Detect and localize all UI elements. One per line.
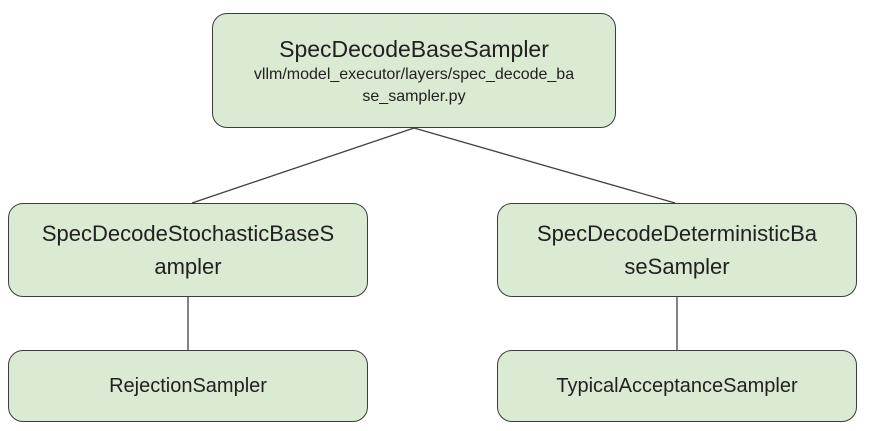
class-name-label: SpecDecodeDeterministicBa: [536, 221, 818, 246]
file-path-line: vllm/model_executor/layers/spec_decode_b…: [253, 65, 575, 83]
file-path-line: se_sampler.py: [362, 87, 466, 105]
class-name-label: TypicalAcceptanceSampler: [556, 375, 798, 397]
class-name-label: ampler: [154, 254, 222, 279]
node-spec-decode-base-sampler: SpecDecodeBaseSampler vllm/model_executo…: [212, 13, 616, 128]
class-name-label: SpecDecodeStochasticBaseS: [41, 221, 335, 246]
class-name-label: SpecDecodeBaseSampler: [279, 35, 549, 62]
node-spec-decode-stochastic-base-sampler: SpecDecodeStochasticBaseS ampler: [8, 203, 368, 297]
edge-root-to-stochastic: [191, 127, 415, 204]
node-typical-acceptance-sampler: TypicalAcceptanceSampler: [497, 350, 857, 422]
node-rejection-sampler: RejectionSampler: [8, 350, 368, 422]
edge-root-to-deterministic: [413, 127, 676, 204]
class-name-label: seSampler: [624, 254, 730, 279]
node-spec-decode-deterministic-base-sampler: SpecDecodeDeterministicBa seSampler: [497, 203, 857, 297]
class-name-label: RejectionSampler: [109, 375, 267, 397]
